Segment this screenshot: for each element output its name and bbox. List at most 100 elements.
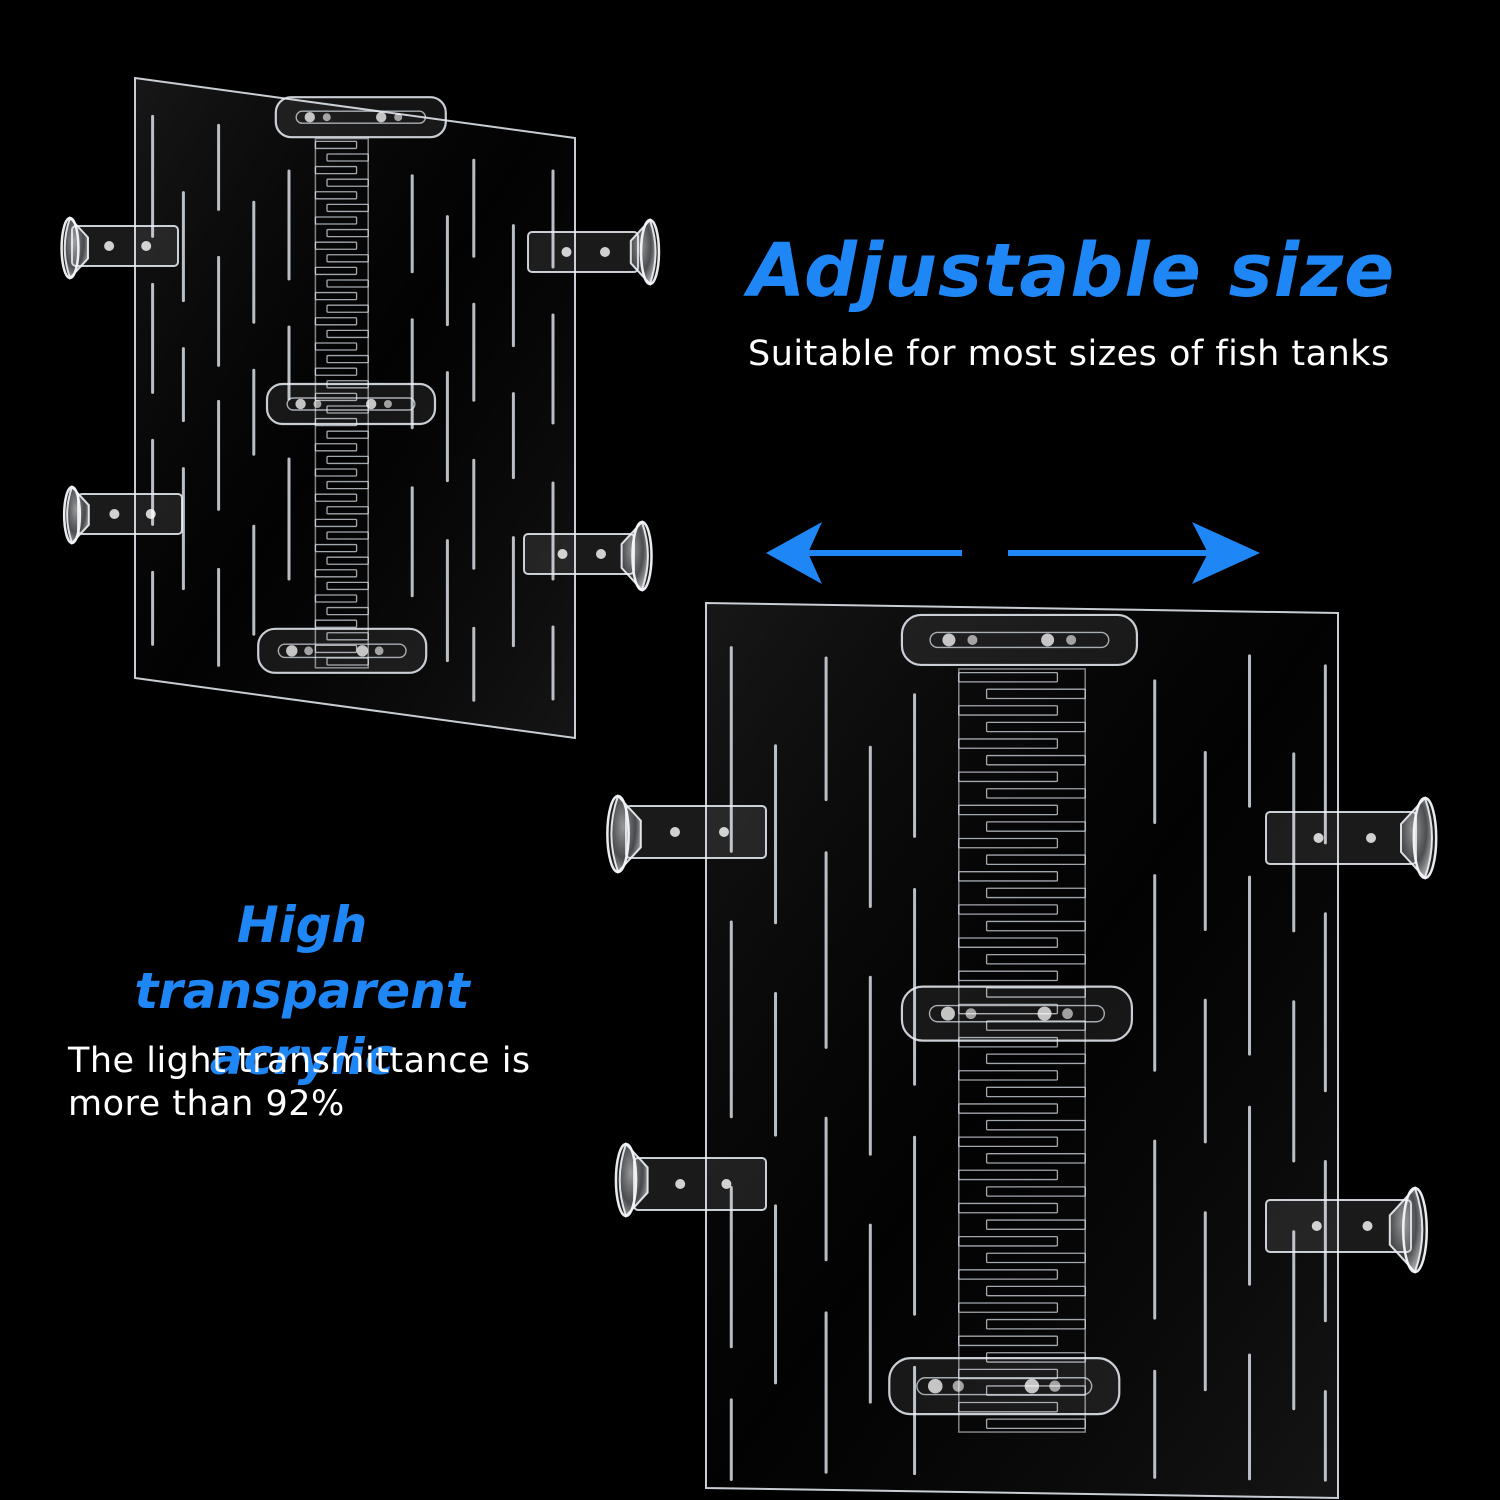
comb-tooth xyxy=(985,788,1086,799)
comb-tooth xyxy=(985,953,1086,965)
comb-tooth xyxy=(985,1053,1086,1065)
suction-mount xyxy=(633,1157,767,1211)
comb-tooth xyxy=(985,1086,1086,1098)
comb-tooth xyxy=(958,937,1059,948)
comb-tooth xyxy=(985,1318,1086,1330)
comb-tooth xyxy=(326,556,369,565)
comb-tooth xyxy=(958,1136,1059,1148)
comb-tooth xyxy=(985,1119,1086,1131)
clamp-screw xyxy=(965,1008,977,1020)
clamp-bracket xyxy=(900,613,1139,667)
comb-tooth xyxy=(314,644,358,654)
comb-tooth xyxy=(326,254,369,263)
mount-screw xyxy=(675,1179,686,1189)
mount-screw xyxy=(1311,1221,1322,1231)
comb-tooth xyxy=(326,354,369,364)
mount-screw xyxy=(670,827,680,837)
clamp-screw xyxy=(1041,633,1055,647)
clamp-slot xyxy=(916,1377,1093,1396)
comb-tooth xyxy=(985,1186,1086,1197)
clamp-bracket xyxy=(274,96,447,139)
comb-tooth xyxy=(958,837,1059,849)
mount-screw xyxy=(109,509,120,519)
panel-outline xyxy=(134,76,576,740)
comb-tooth xyxy=(314,191,358,200)
comb-tooth xyxy=(985,1020,1086,1031)
comb-tooth xyxy=(958,1368,1059,1380)
comb-tooth xyxy=(314,216,358,225)
comb-tooth xyxy=(985,754,1086,766)
clamp-slot xyxy=(286,397,416,411)
clamp-slot xyxy=(928,1004,1106,1023)
clamp-bracket xyxy=(900,985,1134,1042)
mount-screw xyxy=(721,1179,732,1189)
comb-tooth xyxy=(985,987,1086,998)
comb-tooth xyxy=(326,304,369,313)
transmittance-caption: The light transmittance is more than 92% xyxy=(68,1041,531,1124)
clamp-bracket xyxy=(888,1357,1121,1416)
comb-tooth xyxy=(326,153,369,162)
mount-screw xyxy=(104,241,115,251)
clamp-screw xyxy=(295,398,306,410)
comb-tooth xyxy=(314,619,358,628)
comb-tooth xyxy=(326,228,369,238)
comb-tooth xyxy=(314,493,358,502)
clamp-bracket xyxy=(257,627,428,674)
clamp-screw xyxy=(304,646,313,656)
comb-tooth xyxy=(985,721,1086,733)
comb-tooth xyxy=(326,531,369,540)
adjustable-size-caption: Suitable for most sizes of fish tanks xyxy=(748,334,1390,374)
clamp-screw xyxy=(928,1378,943,1394)
comb-tooth xyxy=(326,203,369,213)
clamp-screw xyxy=(356,645,369,657)
clamp-screw xyxy=(942,633,956,647)
comb-tooth xyxy=(326,279,369,288)
comb-tooth xyxy=(958,1070,1059,1081)
comb-tooth xyxy=(958,1269,1059,1280)
mount-screw xyxy=(596,549,606,559)
clamp-slot xyxy=(277,643,407,659)
comb-tooth xyxy=(985,887,1086,899)
comb-tooth xyxy=(985,821,1086,832)
suction-cup-rim xyxy=(606,794,630,874)
clamp-screw xyxy=(940,1006,955,1021)
comb-tooth xyxy=(958,671,1059,683)
large-divider-panel xyxy=(606,601,1438,1500)
comb-tooth xyxy=(326,430,369,439)
comb-tooth xyxy=(958,904,1059,915)
comb-tooth xyxy=(314,443,358,452)
suction-mount xyxy=(523,533,635,575)
comb-tooth xyxy=(985,920,1086,932)
comb-tooth xyxy=(326,632,369,641)
clamp-screw xyxy=(1066,634,1077,645)
comb-tooth xyxy=(314,291,358,301)
suction-mount xyxy=(527,231,639,273)
comb-tooth xyxy=(314,594,358,603)
clamp-screw xyxy=(967,634,978,645)
clamp-screw xyxy=(286,645,298,657)
comb-tooth xyxy=(314,342,358,351)
comb-tooth xyxy=(985,1418,1086,1430)
adjustable-size-heading: Adjustable size xyxy=(748,228,1396,314)
mount-screw xyxy=(600,247,610,257)
comb-tooth xyxy=(326,178,369,187)
panel-outline xyxy=(705,601,1339,1500)
clamp-screw xyxy=(313,400,322,408)
comb-tooth xyxy=(958,1401,1059,1413)
suction-cup-rim xyxy=(1412,796,1438,880)
clamp-slot xyxy=(295,110,427,124)
comb-tooth xyxy=(985,1153,1086,1164)
comb-tooth xyxy=(958,1335,1059,1347)
comb-tooth xyxy=(985,688,1086,700)
suction-mount xyxy=(77,493,183,535)
comb-tooth xyxy=(326,329,369,339)
comb-strip xyxy=(958,668,1086,1433)
comb-tooth xyxy=(985,1219,1086,1230)
comb-tooth xyxy=(958,1103,1059,1114)
suction-cup-rim xyxy=(1401,1186,1429,1274)
clamp-bracket xyxy=(265,382,437,426)
comb-tooth xyxy=(326,606,369,616)
comb-tooth xyxy=(958,738,1059,749)
suction-cup-rim xyxy=(631,520,653,592)
comb-tooth xyxy=(958,970,1059,982)
